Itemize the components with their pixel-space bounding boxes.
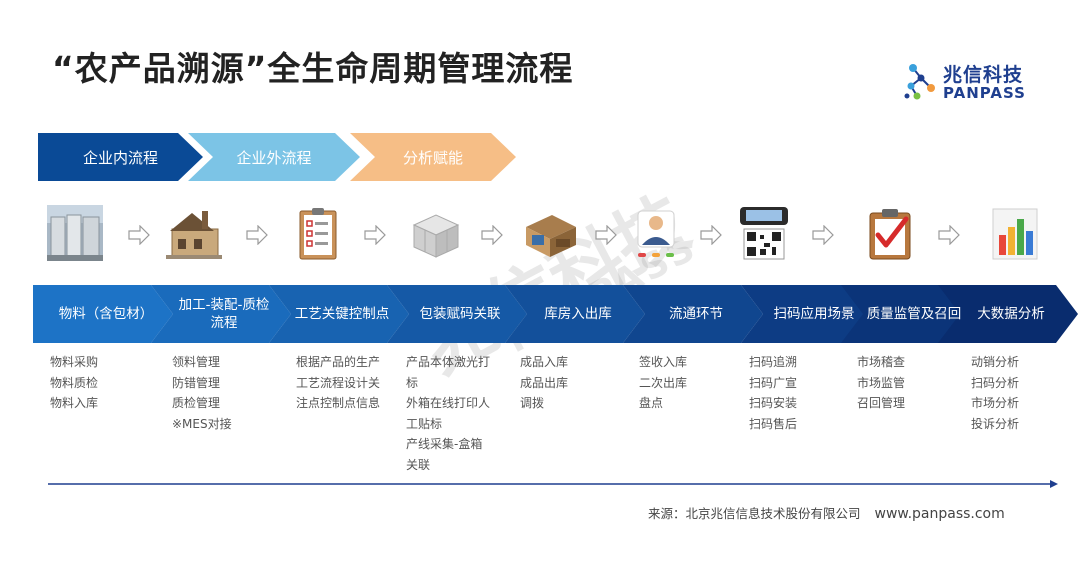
page-title: “农产品溯源”全生命周期管理流程 <box>52 49 574 88</box>
flow-arrow-icon <box>246 225 268 245</box>
bar-chart-icon <box>992 208 1038 260</box>
warehouse-icon <box>526 215 576 257</box>
user-avatar-icon <box>637 210 675 257</box>
step-packaging: 包装赋码关联 <box>387 285 527 343</box>
phase-external-label: 企业外流程 <box>236 148 312 167</box>
detail-item: 成品出库 <box>520 375 569 390</box>
flow-arrow-icon <box>938 225 960 245</box>
flow-arrow-icon <box>481 225 503 245</box>
logo-text-en: PANPASS <box>943 84 1026 102</box>
flow-arrow-icon <box>812 225 834 245</box>
detail-item: 外箱在线打印人 <box>406 396 491 410</box>
clipboard-checklist-icon <box>299 208 337 260</box>
detail-item: 二次出库 <box>639 375 688 390</box>
logo-molecule-icon <box>904 64 935 100</box>
process-steps: 物料（含包材） 加工-装配-质检流程 工艺关键控制点 包装赋码关联 库房入出库 … <box>33 285 1078 343</box>
detail-item: 关联 <box>406 457 431 472</box>
flow-arrow-icon <box>364 225 386 245</box>
detail-item: 签收入库 <box>639 355 688 369</box>
detail-item: 市场监管 <box>857 375 906 390</box>
flow-arrow-icon <box>700 225 722 245</box>
source-url: www.panpass.com <box>874 506 1005 522</box>
detail-item: 物料质检 <box>50 375 99 390</box>
flow-arrow-icon <box>595 225 617 245</box>
factory-icon <box>166 211 222 259</box>
company-logo: 兆信科技 PANPASS <box>903 58 1063 108</box>
step-materials-label: 物料（含包材） <box>58 306 154 322</box>
phase-arrows: 企业内流程 企业外流程 分析赋能 <box>38 133 518 181</box>
step-warehouse: 库房入出库 <box>505 285 645 343</box>
step-circulation-label: 流通环节 <box>669 306 723 322</box>
details-scan-scenarios: 扫码追溯 扫码广宣 扫码安装 扫码售后 <box>749 352 797 434</box>
detail-item: 物料采购 <box>50 355 99 369</box>
step-warehouse-label: 库房入出库 <box>544 306 612 322</box>
step-circulation: 流通环节 <box>623 285 763 343</box>
flow-arrow-icon <box>128 225 150 245</box>
step-scan-scenarios: 扫码应用场景 <box>741 285 881 343</box>
detail-item: 市场稽查 <box>857 355 906 369</box>
details-quality-recall: 市场稽查 市场监管 召回管理 <box>857 352 905 414</box>
step-control-points: 工艺关键控制点 <box>269 285 409 343</box>
quality-clipboard-icon <box>869 209 911 260</box>
detail-item: 领料管理 <box>172 355 221 369</box>
step-big-data-label: 大数据分析 <box>977 306 1045 322</box>
detail-item: 工贴标 <box>406 416 443 431</box>
detail-item: 召回管理 <box>857 396 906 410</box>
step-processing: 加工-装配-质检流程 <box>151 285 291 343</box>
step-big-data: 大数据分析 <box>938 285 1078 343</box>
source-credit: 来源：北京兆信信息技术股份有限公司 www.panpass.com <box>648 503 1005 522</box>
details-big-data: 动销分析 扫码分析 市场分析 投诉分析 <box>971 352 1019 434</box>
detail-item: 质检管理 <box>172 396 221 410</box>
detail-item: 扫码安装 <box>749 396 798 410</box>
stage-icons <box>0 205 1090 265</box>
detail-item: 产线采集-盒箱 <box>406 437 483 451</box>
detail-item: 根据产品的生产 <box>296 355 381 369</box>
detail-item: 产品本体激光打 <box>406 355 491 369</box>
step-quality-recall: 质量监管及召回 <box>841 285 981 343</box>
detail-item: 标 <box>406 375 419 390</box>
detail-item: 注点控制点信息 <box>296 396 381 410</box>
detail-item: 扫码售后 <box>749 416 798 431</box>
step-quality-recall-label: 质量监管及召回 <box>866 306 962 322</box>
phone-qr-scan-icon <box>740 207 788 260</box>
detail-item: 成品入库 <box>520 355 569 369</box>
detail-item: 扫码分析 <box>971 375 1020 390</box>
detail-item: 工艺流程设计关 <box>296 375 381 390</box>
storage-tanks-icon <box>47 205 103 261</box>
details-circulation: 签收入库 二次出库 盘点 <box>639 352 687 414</box>
phase-external: 企业外流程 <box>188 133 360 181</box>
detail-item: 防错管理 <box>172 375 221 390</box>
step-packaging-label: 包装赋码关联 <box>419 306 501 322</box>
phase-internal-label: 企业内流程 <box>82 148 158 167</box>
detail-item: ※MES对接 <box>172 416 232 431</box>
step-materials: 物料（含包材） <box>33 285 173 343</box>
detail-item: 市场分析 <box>971 396 1020 410</box>
phase-analysis-label: 分析赋能 <box>402 148 463 167</box>
detail-item: 物料入库 <box>50 396 99 410</box>
detail-item: 动销分析 <box>971 355 1020 369</box>
package-boxes-icon <box>412 214 460 258</box>
phase-internal: 企业内流程 <box>38 133 203 181</box>
detail-item: 扫码广宣 <box>749 375 798 390</box>
step-details: 物料采购 物料质检 物料入库 领料管理 防错管理 质检管理 ※MES对接 根据产… <box>0 352 1090 482</box>
step-scan-scenarios-label: 扫码应用场景 <box>773 306 855 322</box>
detail-item: 投诉分析 <box>971 416 1020 431</box>
logo-text-cn: 兆信科技 <box>943 64 1024 86</box>
details-packaging: 产品本体激光打 标 外箱在线打印人 工贴标 产线采集-盒箱 关联 <box>406 352 490 475</box>
details-processing: 领料管理 防错管理 质检管理 ※MES对接 <box>172 352 232 434</box>
timeline-arrow <box>48 480 1058 488</box>
details-materials: 物料采购 物料质检 物料入库 <box>50 352 98 414</box>
source-label: 来源：北京兆信信息技术股份有限公司 <box>648 506 861 521</box>
phase-analysis: 分析赋能 <box>350 133 516 181</box>
details-warehouse: 成品入库 成品出库 调拨 <box>520 352 568 414</box>
details-control-points: 根据产品的生产 工艺流程设计关 注点控制点信息 <box>296 352 380 414</box>
detail-item: 扫码追溯 <box>749 355 798 369</box>
step-control-points-label: 工艺关键控制点 <box>294 306 390 322</box>
detail-item: 调拨 <box>520 396 545 410</box>
detail-item: 盘点 <box>639 396 664 410</box>
step-processing-label: 加工-装配-质检流程 <box>178 297 270 331</box>
